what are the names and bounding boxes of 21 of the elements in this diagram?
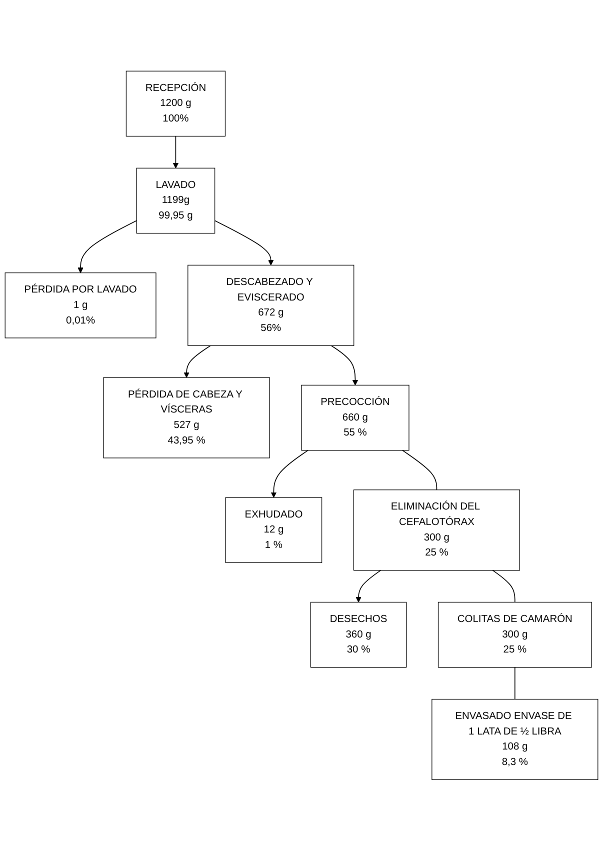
arrow [184,344,211,378]
node-box: ENVASADO ENVASE DE 1 LATA DE ½ LIBRA 108 g 8,3 % [432,698,598,780]
connector [402,449,438,490]
arrow [356,570,382,602]
arrow [270,449,308,498]
connector [514,666,516,700]
connector [492,570,516,602]
node-box: DESECHOS 360 g 30 % [310,602,407,668]
node-box: LAVADO 1199g 99,95 g [136,167,216,234]
node-box: PÉRDIDA POR LAVADO 1 g 0,01% [4,272,156,338]
arrow [330,344,358,386]
node-box: PÉRDIDA DE CABEZA Y VÍSCERAS 527 g 43,95 % [103,376,270,458]
arrow [172,135,179,168]
node-box: EXHUDADO 12 g 1 % [225,496,322,563]
node-box: COLITAS DE CAMARÓN 300 g 25 % [438,602,592,668]
node-box: PRECOCCIÓN 660 g 55 % [301,384,410,450]
node-box: RECEPCIÓN 1200 g 100% [126,70,226,136]
arrow [78,220,137,273]
arrow [214,220,274,266]
node-box: ELIMINACIÓN DEL CEFALOTÓRAX 300 g 25 % [353,489,520,570]
node-box: DESCABEZADO Y EVISCERADO 672 g 56% [188,264,354,346]
